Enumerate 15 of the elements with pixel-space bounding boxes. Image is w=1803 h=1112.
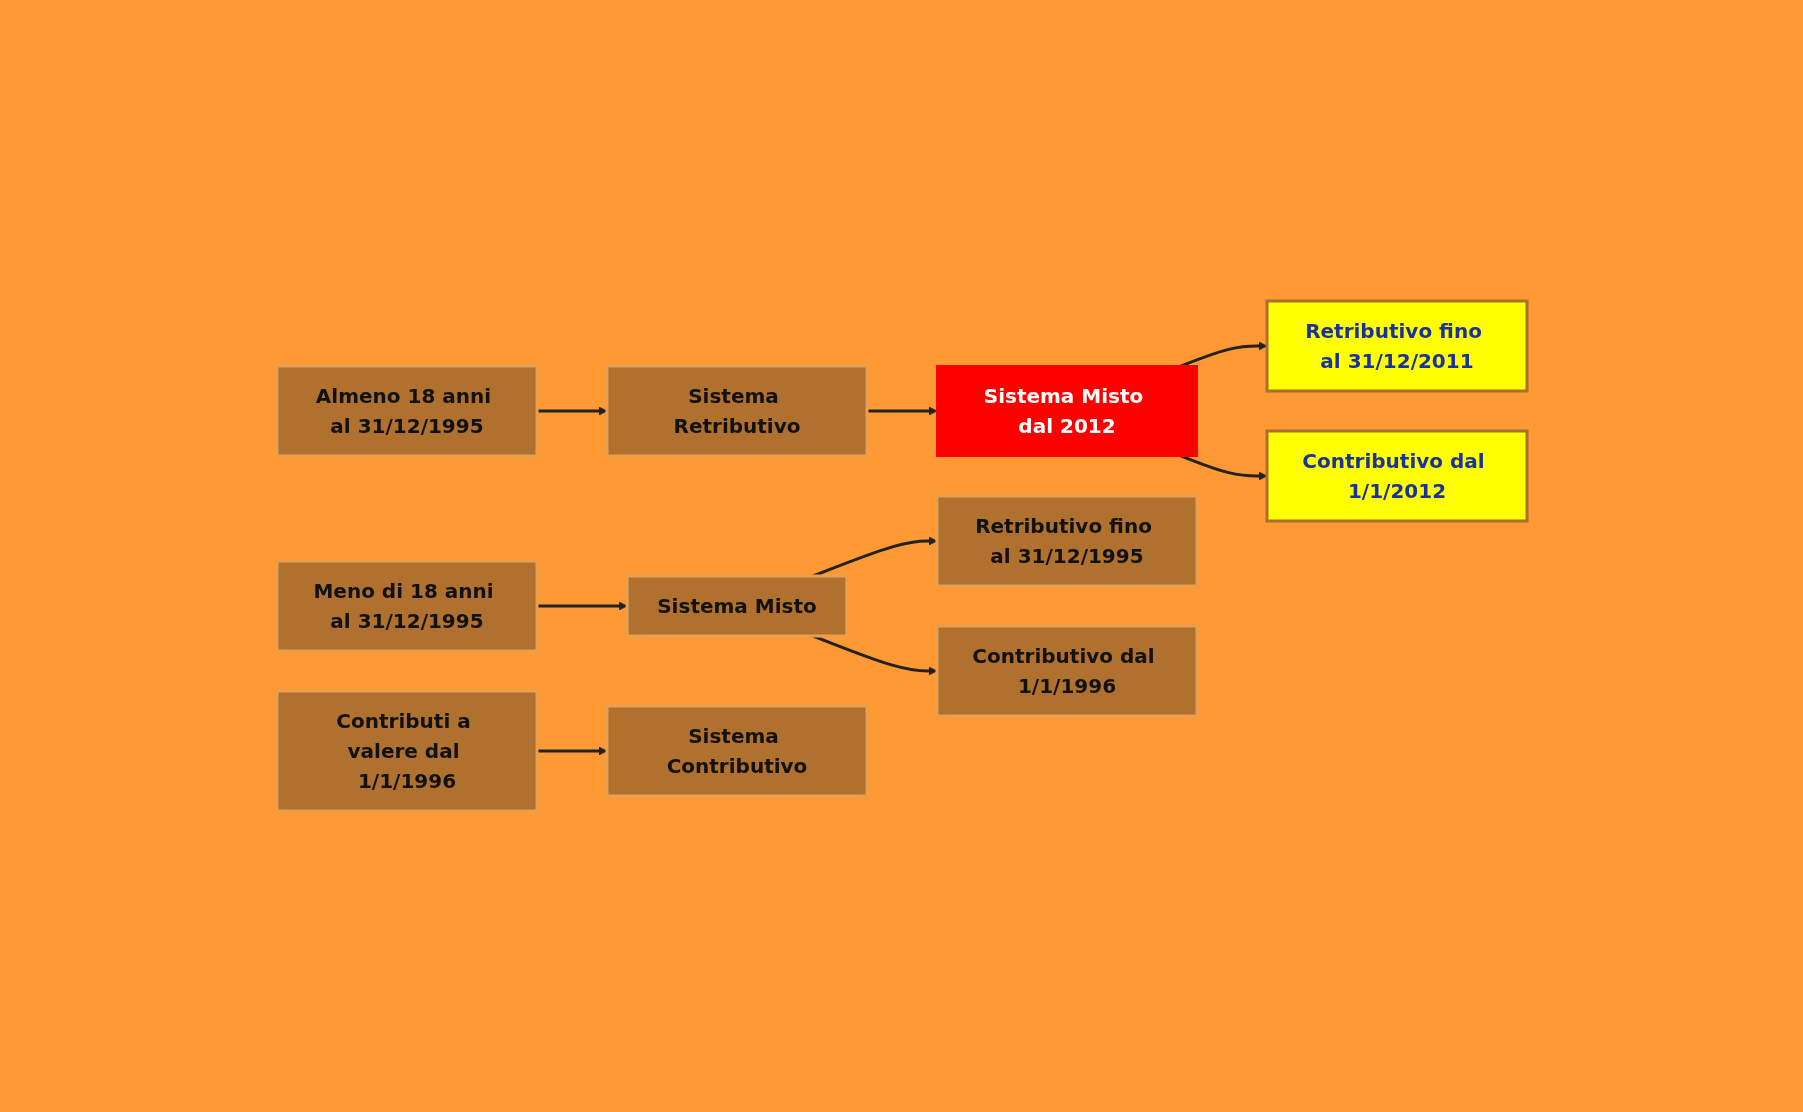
node-box: Contributivo dal 1/1/2012 xyxy=(1265,429,1528,523)
node-box: Retributivo fino al 31/12/1995 xyxy=(935,494,1198,588)
node-box: Sistema Misto xyxy=(625,574,848,638)
node-box: Contributivo dal 1/1/1996 xyxy=(935,624,1198,718)
node-box: Retributivo fino al 31/12/2011 xyxy=(1265,299,1528,393)
node-box: Sistema Contributivo xyxy=(605,704,868,798)
arrow xyxy=(866,406,937,416)
node-box: Meno di 18 anni al 31/12/1995 xyxy=(275,559,538,653)
arrow xyxy=(1180,341,1267,368)
node-box: Contributi a valere dal 1/1/1996 xyxy=(275,689,538,813)
arrow xyxy=(536,746,607,756)
node-box: Sistema Misto dal 2012 xyxy=(935,365,1198,457)
node-box: Sistema Retributivo xyxy=(605,364,868,458)
arrow xyxy=(536,406,607,416)
node-box: Almeno 18 anni al 31/12/1995 xyxy=(275,364,538,458)
